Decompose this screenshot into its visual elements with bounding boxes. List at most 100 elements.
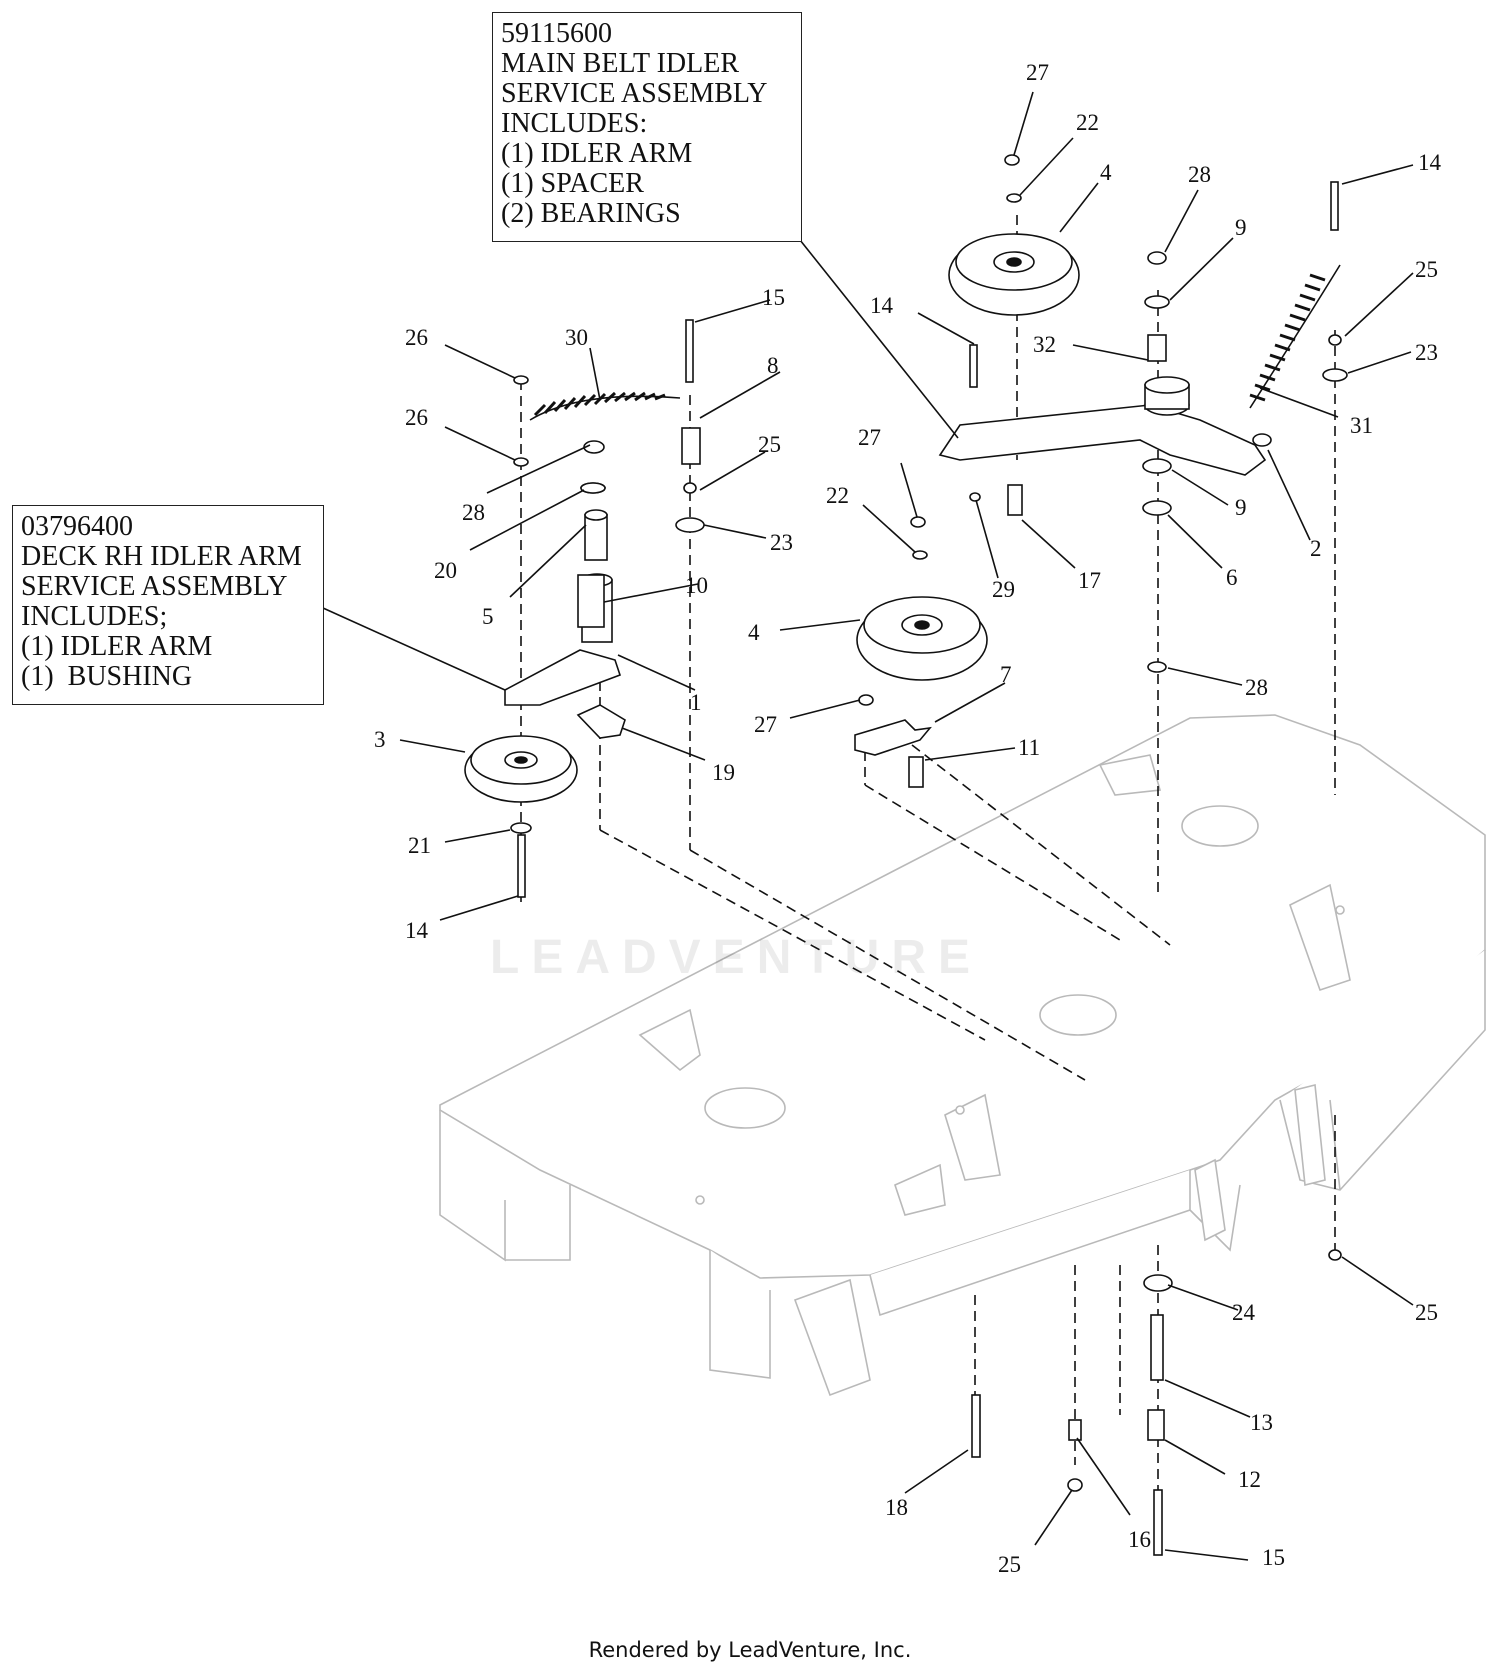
callout-line: SERVICE ASSEMBLY <box>21 571 288 602</box>
part-label: 2 <box>1310 536 1322 561</box>
part-label: 9 <box>1235 495 1247 520</box>
part-label: 13 <box>1250 1410 1273 1435</box>
part-label: 4 <box>748 620 760 645</box>
parts <box>464 154 1348 1556</box>
part-label: 25 <box>998 1552 1021 1577</box>
part-label: 15 <box>762 285 785 310</box>
part-label: 30 <box>565 325 588 350</box>
pulley-upper <box>948 233 1080 316</box>
part-label: 17 <box>1078 568 1101 593</box>
spacer-32 <box>1147 334 1167 362</box>
washer-23-left <box>675 517 705 533</box>
deck-rh-idler-part-number: 03796400 <box>21 511 133 542</box>
spacer-8 <box>681 427 701 465</box>
spacer-12 <box>1147 1409 1165 1441</box>
footer-credit: Rendered by LeadVenture, Inc. <box>588 1638 912 1662</box>
part-label: 16 <box>1128 1527 1151 1552</box>
part-label: 6 <box>1226 565 1238 590</box>
watermark: LEADVENTURE <box>490 931 983 984</box>
washer-9-bottom <box>1142 458 1172 474</box>
nut-28-top <box>1147 251 1167 265</box>
spacer-10 <box>577 574 605 628</box>
clip-29 <box>969 492 981 502</box>
washer-28-mid <box>1147 661 1167 673</box>
bolt-16 <box>1068 1419 1082 1441</box>
part-label: 23 <box>1415 340 1438 365</box>
nut-25-left <box>683 482 697 494</box>
callout-leaders <box>322 239 959 691</box>
nut-27-mid <box>910 516 926 528</box>
washer-21 <box>510 822 532 834</box>
part-label: 25 <box>758 432 781 457</box>
bolt-18 <box>971 1394 981 1458</box>
spring-31 <box>1249 264 1341 409</box>
part-label: 18 <box>885 1495 908 1520</box>
part-label: 10 <box>685 573 708 598</box>
part-label: 28 <box>1188 162 1211 187</box>
part-label: 27 <box>858 425 881 450</box>
nut-22-mid <box>912 550 928 560</box>
main-belt-idler-part-number: 59115600 <box>501 18 612 49</box>
label-leaders <box>399 91 1414 1561</box>
spacer-11 <box>908 756 924 788</box>
deck-idler-arm <box>504 649 622 706</box>
bolt-15-top <box>685 319 694 383</box>
part-label: 4 <box>1100 160 1112 185</box>
main-idler-arm <box>938 404 1267 476</box>
part-label: 28 <box>462 500 485 525</box>
part-label: 1 <box>690 690 702 715</box>
part-label: 14 <box>1418 150 1442 175</box>
callout-line: (1) IDLER ARM <box>501 138 693 169</box>
nut-27-top <box>1004 154 1020 166</box>
part-label: 22 <box>1076 110 1099 135</box>
part-label: 15 <box>1262 1545 1285 1570</box>
part-label: 20 <box>434 558 457 583</box>
bracket-19 <box>576 704 626 739</box>
washer-23-top <box>1322 368 1348 382</box>
washer-20 <box>580 482 606 494</box>
part-labels: 27 22 4 28 9 14 25 23 31 14 32 9 6 2 17 … <box>374 60 1442 1577</box>
part-label: 28 <box>1245 675 1268 700</box>
part-label: 25 <box>1415 257 1438 282</box>
part-label: 23 <box>770 530 793 555</box>
nut-25-top <box>1328 334 1342 346</box>
nut-25-right <box>1328 1249 1342 1261</box>
pivot-stud-2 <box>1252 433 1272 447</box>
part-label: 3 <box>374 727 386 752</box>
part-label: 19 <box>712 760 735 785</box>
callout-line: (1) SPACER <box>501 168 644 199</box>
nut-22-top <box>1006 193 1022 203</box>
bushing-5 <box>584 514 608 561</box>
clip-26-mid <box>513 457 529 467</box>
main-belt-idler-callout: 59115600 MAIN BELT IDLER SERVICE ASSEMBL… <box>492 12 802 242</box>
bolt-15-bottom <box>1153 1489 1163 1556</box>
bolt-14-bottom <box>517 834 526 898</box>
mower-deck <box>439 714 1486 1397</box>
bolt-14-arm <box>969 344 978 388</box>
callout-line: (1) IDLER ARM <box>21 631 213 662</box>
part-label: 21 <box>408 833 431 858</box>
clip-26-top <box>513 375 529 385</box>
callout-line: INCLUDES: <box>501 108 648 139</box>
washer-6 <box>1142 500 1172 516</box>
spacer-17 <box>1007 484 1023 516</box>
pulley-3 <box>464 735 578 803</box>
part-label: 9 <box>1235 215 1247 240</box>
part-label: 8 <box>767 353 779 378</box>
washer-9-top <box>1144 295 1170 309</box>
spring-30 <box>529 395 681 421</box>
part-label: 31 <box>1350 413 1373 438</box>
callout-line: DECK RH IDLER ARM <box>21 541 302 572</box>
callout-line: (1) BUSHING <box>21 661 193 692</box>
washer-24 <box>1143 1274 1173 1292</box>
part-label: 5 <box>482 604 494 629</box>
part-label: 32 <box>1033 332 1056 357</box>
part-label: 26 <box>405 325 428 350</box>
callout-line: MAIN BELT IDLER <box>501 48 739 79</box>
callout-line: (2) BEARINGS <box>501 198 681 229</box>
part-label: 29 <box>992 577 1015 602</box>
part-label: 26 <box>405 405 428 430</box>
part-label: 14 <box>870 293 894 318</box>
part-label: 27 <box>754 712 777 737</box>
